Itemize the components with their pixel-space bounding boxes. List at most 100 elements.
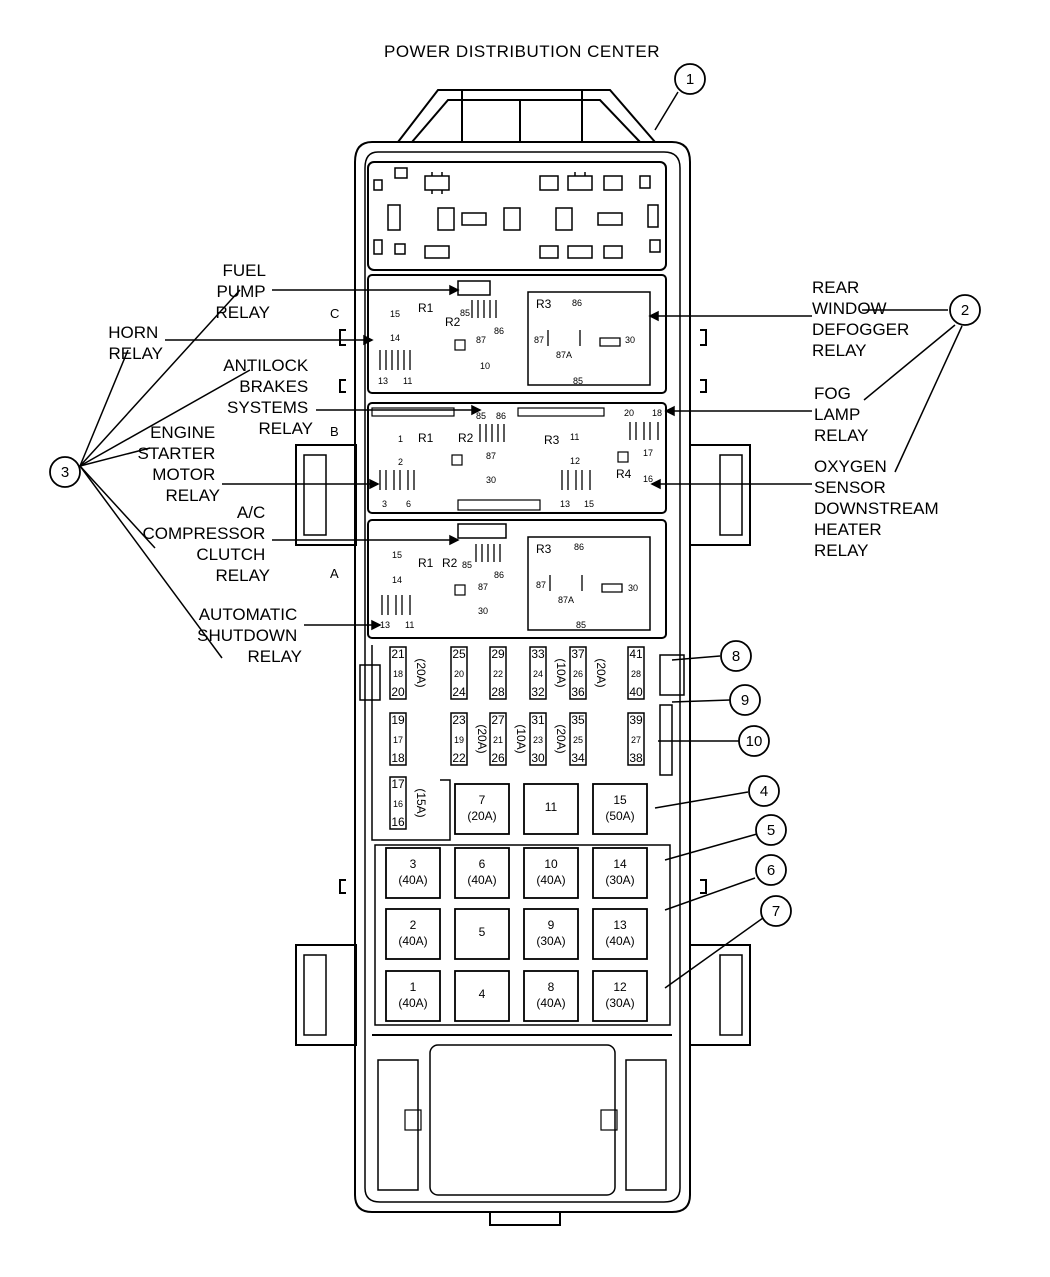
maxi-fuse: 2(40A) [385,908,441,960]
svg-text:15: 15 [584,499,594,509]
fuse-number: 27 [631,735,641,745]
maxi-fuse-number: 7 [479,793,486,807]
fuel-pump-relay-label: FUEL PUMP RELAY [216,261,271,322]
relay-a-r1: R1 [418,556,434,570]
fuse-rating: (20A) [554,724,568,753]
maxi-fuse-number: 6 [479,857,486,871]
fuse-number: 20 [391,685,405,699]
svg-text:2: 2 [398,457,403,467]
svg-text:4: 4 [760,783,768,800]
fuse-number: 39 [629,713,643,727]
mini-fuse: 25 20 24 [450,646,468,700]
auto-shutdown-relay-label: AUTOMATIC SHUTDOWN RELAY [197,605,302,666]
maxi-fuse: 15(50A) [592,783,648,835]
maxi-fuse: 14(30A) [592,847,648,899]
relay-b-r1: R1 [418,431,434,445]
svg-text:20: 20 [624,408,634,418]
maxi-fuse-number: 3 [410,857,417,871]
fuse-number: 16 [393,799,403,809]
fuse-number: 18 [393,669,403,679]
left-labels: FUEL PUMP RELAY HORN RELAY ANTILOCK BRAK… [108,261,313,666]
fuse-number: 31 [531,713,545,727]
maxi-fuse-number: 14 [613,857,627,871]
fuse-number: 17 [393,735,403,745]
fuse-number: 26 [491,751,505,765]
callout-3 [49,456,81,488]
svg-text:13: 13 [380,620,390,630]
maxi-fuse-rating: (40A) [398,996,427,1010]
relay-b-r2: R2 [458,431,474,445]
antilock-brakes-relay-label: ANTILOCK BRAKES SYSTEMS RELAY [223,356,313,438]
svg-text:30: 30 [486,475,496,485]
relay-block-c: R1 R2 R3 15 14 13 11 85 86 87 10 86 87 8… [367,274,667,394]
fuse-number: 17 [391,777,405,791]
svg-text:86: 86 [496,411,506,421]
fuse-number: 18 [391,751,405,765]
fuse-number: 25 [452,647,466,661]
fuse-number: 28 [631,669,641,679]
svg-text:3: 3 [61,464,69,481]
svg-text:87: 87 [486,451,496,461]
fuse-number: 28 [491,685,505,699]
fuse-number: 29 [491,647,505,661]
maxi-fuse: 1(40A) [385,970,441,1022]
svg-text:87: 87 [476,335,486,345]
fuse-number: 35 [571,713,585,727]
svg-text:6: 6 [406,499,411,509]
fuse-number: 20 [454,669,464,679]
relay-c-r2: R2 [445,315,461,329]
maxi-fuse-number: 13 [613,918,627,932]
relay-b-r4: R4 [616,467,632,481]
svg-text:30: 30 [625,335,635,345]
svg-text:3: 3 [382,499,387,509]
fuse-number: 34 [571,751,585,765]
svg-text:15: 15 [392,550,402,560]
fuse-number: 33 [531,647,545,661]
maxi-fuse-number: 9 [548,918,555,932]
fuse-rating: (20A) [414,658,428,687]
svg-text:87: 87 [536,580,546,590]
svg-text:18: 18 [652,408,662,418]
fuse-number: 23 [533,735,543,745]
maxi-fuse: 5 [454,908,510,960]
svg-text:85: 85 [460,308,470,318]
diagram-title: POWER DISTRIBUTION CENTER [384,42,660,61]
svg-text:86: 86 [494,570,504,580]
svg-text:85: 85 [576,620,586,630]
fuse-number: 19 [391,713,405,727]
svg-text:10: 10 [746,733,763,750]
maxi-fuse-number: 11 [545,800,558,814]
relay-b-r3: R3 [544,433,560,447]
svg-text:1: 1 [398,434,403,444]
fuse-rating: (20A) [594,658,608,687]
svg-text:10: 10 [480,361,490,371]
fuse-number: 36 [571,685,585,699]
fuse-number: 40 [629,685,643,699]
callout-7 [760,895,792,927]
top-plug-area [373,167,661,259]
fuse-clip [659,654,685,696]
svg-text:87: 87 [534,335,544,345]
fuse-number: 24 [452,685,466,699]
maxi-fuse-frame [374,844,671,1026]
svg-text:13: 13 [560,499,570,509]
svg-text:14: 14 [390,333,400,343]
svg-text:5: 5 [767,822,775,839]
maxi-fuse-rating: (40A) [467,873,496,887]
callout-10 [738,725,770,757]
svg-text:9: 9 [741,692,749,709]
mini-fuse: 19 17 18 [389,712,407,766]
fuse-rating: (10A) [554,658,568,687]
maxi-fuse-rating: (50A) [605,809,634,823]
fuse-number: 22 [493,669,503,679]
svg-text:12: 12 [570,456,580,466]
callout-6 [755,854,787,886]
callout-8 [720,640,752,672]
relay-a-r2: R2 [442,556,458,570]
maxi-fuse-rating: (40A) [536,996,565,1010]
fuse-number: 21 [391,647,405,661]
